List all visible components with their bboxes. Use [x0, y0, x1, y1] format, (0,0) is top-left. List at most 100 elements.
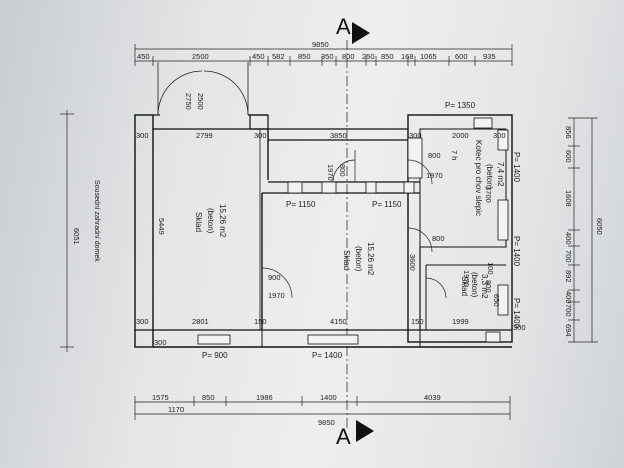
- top-dim-9: 850: [381, 52, 394, 61]
- opening-p1150-a: P= 1150: [286, 200, 316, 209]
- top-dim-12: 600: [455, 52, 468, 61]
- dim-7h: 7 h: [450, 150, 459, 160]
- room-sklad-2-name: Sklad: [342, 250, 351, 270]
- dim-3600: 3600: [408, 254, 417, 271]
- dim-1999: 1999: [452, 317, 469, 326]
- room-sklad-1-material: (beton): [206, 208, 215, 234]
- bottom-dim-2: 850: [202, 393, 215, 402]
- bottom-dim-5: 4039: [424, 393, 441, 402]
- dim-300-g: 300: [154, 338, 167, 347]
- right-dim-9: 694: [564, 324, 573, 337]
- dim-100: 100: [486, 262, 495, 275]
- opening-p1400-bottom: P= 1400: [312, 351, 343, 360]
- left-dimension: [60, 110, 74, 352]
- dim-650: 650: [492, 294, 501, 307]
- opening-p1350: P= 1350: [445, 101, 476, 110]
- room-sklad-2-material: (beton): [354, 246, 363, 272]
- bottom-dimension-chain: [134, 396, 511, 420]
- top-dim-13: 935: [483, 52, 496, 61]
- door-800-a: 800: [338, 164, 347, 177]
- top-dim-11: 1065: [420, 52, 437, 61]
- room-sklad-2: Sklad (beton) 15,26 m2: [342, 242, 375, 276]
- door-1970-a: 1970: [326, 164, 335, 181]
- dim-150: 150: [254, 317, 267, 326]
- room-sklad-1-name: Sklad: [194, 212, 203, 232]
- top-dim-5: 850: [298, 52, 311, 61]
- dim-2799: 2799: [196, 131, 213, 140]
- door-800-b: 800: [428, 151, 441, 160]
- entrance-door-top: [157, 62, 249, 116]
- bottom-dim-4: 1400: [320, 393, 337, 402]
- bottom-sub-dim: 1170: [168, 405, 184, 414]
- section-letter-bottom: A: [336, 424, 351, 449]
- dim-300-c: 300: [409, 131, 422, 140]
- dim-2000: 2000: [452, 131, 469, 140]
- room-sklad-3: Sklad (beton) 3,3 m2: [460, 272, 489, 299]
- right-dim-6: 892: [564, 270, 573, 283]
- top-dim-1: 450: [137, 52, 150, 61]
- right-dim-8: 700: [564, 304, 573, 317]
- right-dim-1: 856: [564, 126, 573, 139]
- bottom-total-dim: 9850: [318, 418, 335, 427]
- opening-p900: P= 900: [202, 351, 228, 360]
- door-top-height: 2750: [184, 93, 193, 110]
- dim-300-a: 300: [136, 131, 149, 140]
- dim-5449: 5449: [157, 218, 166, 235]
- top-dim-3: 450: [252, 52, 265, 61]
- left-caption: Sousední zahradní domek: [93, 180, 100, 262]
- opening-p1400-a: P= 1400: [512, 152, 521, 183]
- opening-p1150-b: P= 1150: [372, 200, 402, 209]
- right-dim-4: 400: [564, 232, 573, 245]
- room-kotec: Kotec pro chov slepic (beton) 7,4 m2: [474, 140, 505, 216]
- door-900: 900: [268, 273, 281, 282]
- room-kotec-material: (beton): [485, 164, 494, 190]
- right-total-dim: 6050: [595, 218, 604, 235]
- top-dim-10: 168: [401, 52, 414, 61]
- dim-3700: 3700: [484, 186, 493, 203]
- dim-2801: 2801: [192, 317, 209, 326]
- dim-3850: 3850: [330, 131, 347, 140]
- top-dim-6: 350: [321, 52, 334, 61]
- door-800-d: 800: [484, 280, 493, 293]
- section-arrow-top: [352, 22, 370, 44]
- door-top-width: 2500: [196, 93, 205, 110]
- section-mark-bottom: A: [336, 420, 374, 449]
- top-dim-8: 250: [362, 52, 375, 61]
- top-dim-2: 2500: [192, 52, 209, 61]
- room-sklad-3-name: Sklad: [460, 276, 469, 296]
- opening-p1400-c: P= 1400: [512, 298, 521, 329]
- door-1970-d: 1970: [462, 270, 471, 287]
- right-dimension-chain: [568, 117, 598, 343]
- room-kotec-name: Kotec pro chov slepic: [474, 140, 483, 216]
- top-dimension-chain: [134, 44, 513, 66]
- right-dim-7: 400: [564, 291, 573, 304]
- window-openings: [197, 117, 509, 345]
- left-total-dim: 6051: [72, 228, 81, 245]
- door-1970-b: 1970: [426, 171, 443, 180]
- right-dim-5: 700: [564, 250, 573, 263]
- section-letter-top: A: [336, 14, 351, 39]
- section-arrow-bottom: [356, 420, 374, 442]
- door-800-c: 800: [432, 234, 445, 243]
- bottom-dim-1: 1575: [152, 393, 169, 402]
- dim-300-d: 300: [493, 131, 506, 140]
- door-1970-c: 1970: [268, 291, 285, 300]
- bottom-dim-3: 1986: [256, 393, 273, 402]
- door-swings: [261, 150, 447, 300]
- dim-4150: 4150: [330, 317, 347, 326]
- dim-150-b: 150: [411, 317, 424, 326]
- right-dim-2: 600: [564, 150, 573, 163]
- dim-300-e: 300: [136, 317, 149, 326]
- right-dim-3: 1608: [564, 190, 573, 207]
- top-dim-7: 800: [342, 52, 355, 61]
- section-mark-top: A: [336, 14, 370, 44]
- room-sklad-1-area: 15,26 m2: [218, 204, 227, 238]
- room-sklad-3-material: (beton): [470, 272, 479, 298]
- top-total-dim: 9850: [312, 40, 329, 49]
- room-kotec-area: 7,4 m2: [496, 162, 505, 187]
- opening-p1400-b: P= 1400: [512, 236, 521, 267]
- room-sklad-1: Sklad (beton) 15,26 m2: [194, 204, 227, 238]
- dim-300-b: 300: [254, 131, 267, 140]
